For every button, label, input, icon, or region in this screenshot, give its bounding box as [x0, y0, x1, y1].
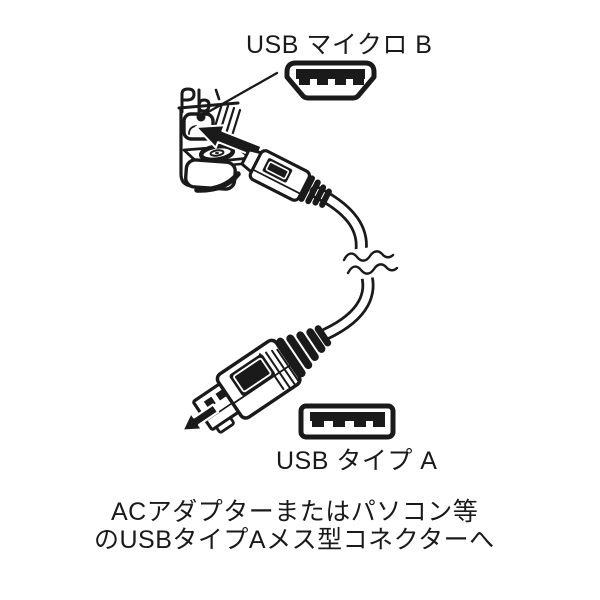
type-a-strain-relief — [276, 325, 332, 378]
usb-type-a-plug — [181, 325, 332, 434]
caption-line-2: のUSBタイプAメス型コネクターへ — [94, 526, 495, 554]
type-a-shell-hole-1 — [203, 396, 216, 409]
port-cover-flap-2 — [197, 88, 211, 114]
device-panel-shadow — [194, 171, 241, 193]
micro-b-strain-relief — [298, 175, 332, 208]
device-grommet-inner — [209, 149, 225, 157]
port-inner-detail — [188, 125, 197, 135]
device-grommet-center — [215, 152, 219, 154]
type-a-plug-window-inner — [233, 357, 272, 393]
callout-anchor-dot — [196, 112, 206, 122]
insert-direction-arrow-icon — [181, 403, 220, 432]
cable-break-symbol — [341, 244, 400, 281]
port-cover-strap — [214, 88, 221, 101]
port-cover-flap — [180, 87, 196, 114]
caption-line-1: ACアダプターまたはパソコン等 — [111, 498, 479, 526]
usb-micro-b-plug — [240, 148, 332, 208]
micro-b-label: USB マイクロ B — [246, 31, 433, 59]
usb-micro-b-port-icon — [284, 60, 377, 101]
type-a-shell-lip — [215, 416, 235, 434]
type-a-label: USB タイプ A — [276, 447, 438, 475]
callout-line — [201, 71, 279, 117]
usb-type-a-port-icon — [298, 403, 396, 440]
usb-cable-lower — [319, 266, 375, 341]
micro-b-plug-edge — [253, 169, 302, 195]
micro-b-plug-window-inner — [265, 161, 290, 180]
micro-b-plug-window — [262, 158, 293, 183]
hatch-lines — [211, 102, 242, 141]
type-a-plug-window — [229, 354, 275, 396]
